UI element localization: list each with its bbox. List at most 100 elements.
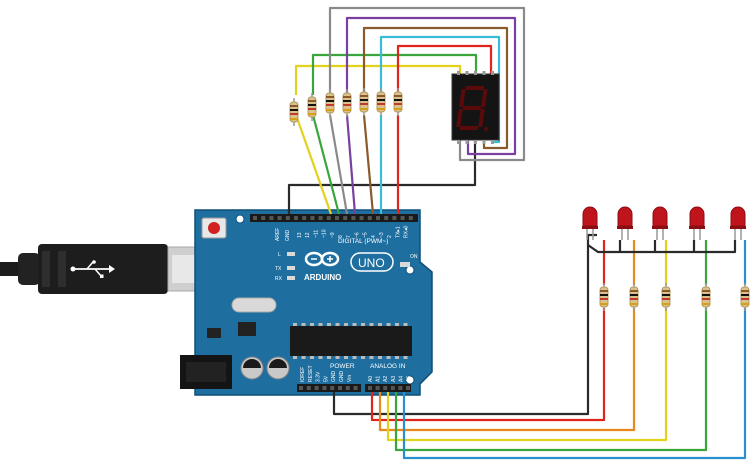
wire-green-a3[interactable] [394,308,708,452]
red-led[interactable] [730,206,746,240]
power-pin-label: GND [339,371,345,383]
pin-hole[interactable] [330,386,335,390]
reset-button-icon[interactable] [201,217,227,239]
pin-hole[interactable] [384,216,389,220]
voltage-regulator [207,328,221,338]
rx-label: RX [275,276,283,282]
wire-yellow-pin9[interactable] [294,114,333,215]
seven-segment-digit-icon [456,86,488,131]
digital-pin-label: ~11 [313,230,319,238]
atmega-chip [290,326,412,356]
pin-hole[interactable] [406,386,410,390]
pin-hole[interactable] [326,216,331,220]
pin-hole[interactable] [261,216,266,220]
wire-red-a0[interactable] [370,308,606,422]
crystal-oscillator [231,297,277,313]
resistor[interactable] [701,283,711,311]
pin-hole[interactable] [285,216,290,220]
wire-purple-pin6[interactable] [345,114,357,215]
digital-pin-label: ~3 [379,232,385,238]
pin-hole[interactable] [359,216,364,220]
pin-hole[interactable] [277,216,282,220]
pin-hole[interactable] [343,216,348,220]
digital-pin-label: 7 [346,235,352,238]
pin-hole[interactable] [408,216,413,220]
resistor[interactable] [359,88,369,116]
pin-hole[interactable] [398,386,403,390]
power-pin-label: Vin [347,375,353,382]
pin-hole[interactable] [335,216,339,220]
pin-hole[interactable] [375,386,380,390]
pin-hole[interactable] [392,216,397,220]
digital-pin-label: 13 [297,232,303,238]
seven-segment-display[interactable]: 8 [0,0,500,144]
pin-hole[interactable] [253,216,257,220]
digital-header [250,214,418,222]
pin-hole[interactable] [390,386,395,390]
wire-orange-a1[interactable] [378,308,636,432]
model-text: UNO [358,256,385,270]
wire-brown-pin5[interactable] [362,114,375,215]
pin-hole[interactable] [400,216,405,220]
wire-green-pin8[interactable] [311,114,341,215]
red-led[interactable] [582,206,598,240]
power-pin-label: 5V [323,375,329,382]
analog-label: ANALOG IN [370,363,406,370]
pin-hole[interactable] [294,216,298,220]
pin-hole[interactable] [299,386,303,390]
analog-wires[interactable] [332,233,747,460]
pin-hole[interactable] [318,216,323,220]
on-label: ON [410,254,418,260]
pin-hole[interactable] [302,216,307,220]
resistor[interactable] [289,98,299,126]
resistor[interactable] [599,283,609,311]
digital-pin-label: 4 [371,235,377,238]
resistor[interactable] [325,89,335,117]
digital-pin-label: 12 [305,232,311,238]
digital-pin-label: 2 [387,235,393,238]
pin-hole[interactable] [368,386,372,390]
pin-hole[interactable] [383,386,388,390]
digital-pin-label: ~9 [330,232,336,238]
top-resistor-bank [289,88,403,126]
resistor[interactable] [661,283,671,311]
pin-hole[interactable] [367,216,372,220]
wire-gnd-to-leds[interactable] [332,245,590,416]
resistor[interactable] [376,88,386,116]
usb-cable[interactable] [0,244,221,294]
analog-pin-label: A0 [368,376,374,382]
pin-hole[interactable] [376,216,380,220]
pin-hole[interactable] [322,386,327,390]
wire-blue-a4[interactable] [402,308,747,460]
wire-yellow-a2[interactable] [386,308,668,442]
arduino-infinity-logo-icon [304,251,340,267]
red-led[interactable] [617,206,633,240]
wire-gray-pin7[interactable] [328,114,349,215]
pin-hole[interactable] [269,216,274,220]
digital-pin-label: ~6 [354,232,360,238]
digital-pin-label: ~5 [363,232,369,238]
pin-hole[interactable] [353,386,358,390]
resistor[interactable] [629,283,639,311]
pin-hole[interactable] [310,216,315,220]
analog-pin-label: A1 [376,376,382,382]
pin-hole[interactable] [338,386,342,390]
resistor[interactable] [393,88,403,116]
digital-wires[interactable] [287,114,477,215]
mount-hole [235,214,245,224]
pin-hole[interactable] [351,216,356,220]
resistor[interactable] [307,93,317,121]
pin-hole[interactable] [314,386,319,390]
red-led[interactable] [689,206,705,240]
pin-hole[interactable] [306,386,311,390]
red-led[interactable] [652,206,668,240]
resistor[interactable] [740,283,750,311]
digital-header-label: DIGITAL (PWM~) [338,238,388,245]
resistor[interactable] [342,89,352,117]
usb-plug-strain-relief [18,253,40,285]
pin-hole[interactable] [345,386,350,390]
digital-pin-label: 8 [338,235,344,238]
